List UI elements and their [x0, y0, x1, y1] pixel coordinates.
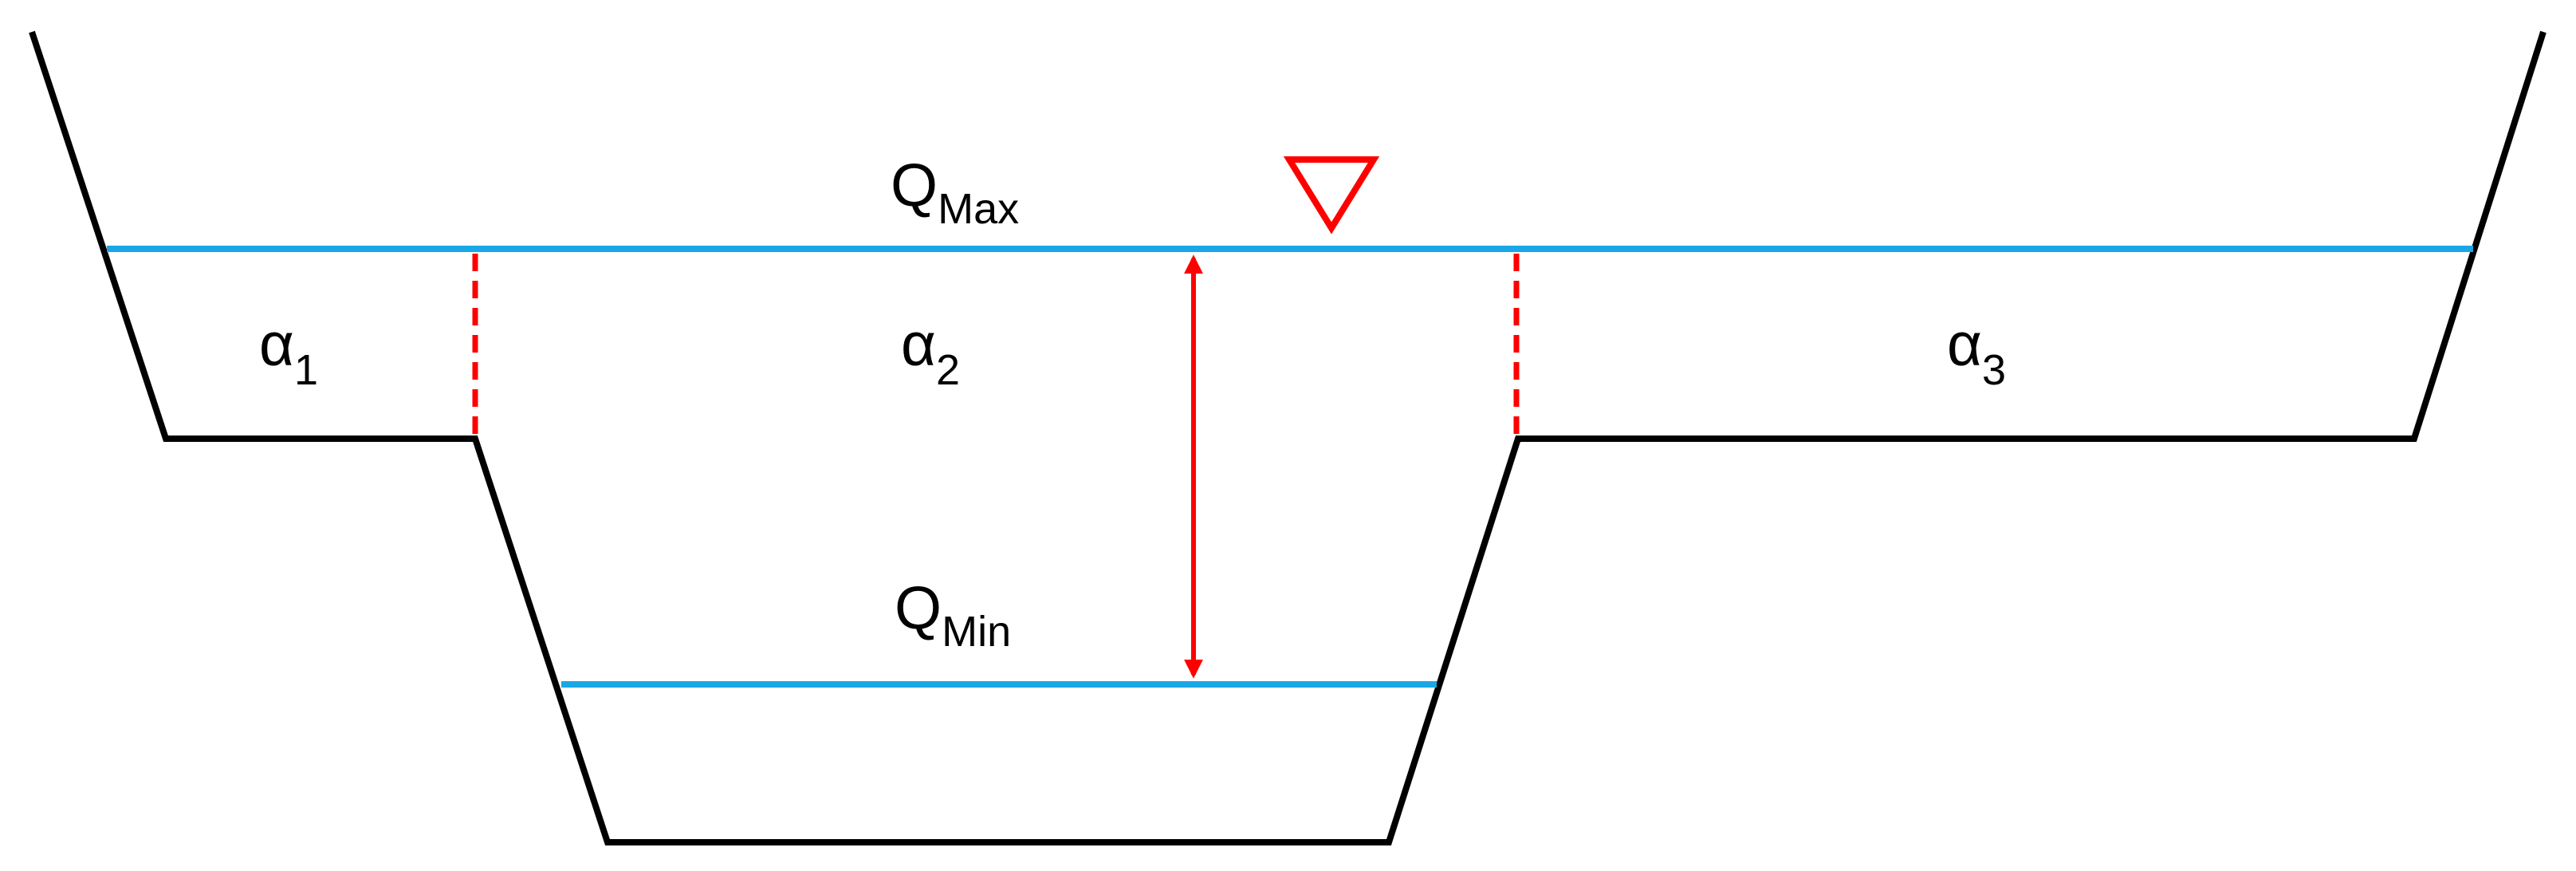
channel-outline [29, 30, 2547, 845]
q-max-sub: Max [938, 185, 1019, 233]
alpha-2-sub: 2 [936, 346, 960, 394]
q-max-label: QMax [891, 152, 1019, 233]
alpha-1-main: α [259, 311, 294, 379]
q-min-main: Q [895, 574, 942, 642]
alpha-1-label: α1 [259, 311, 318, 394]
water-surface-triangle-icon [1283, 156, 1380, 235]
alpha-2-main: α [901, 311, 936, 379]
q-max-main: Q [891, 152, 938, 219]
alpha-3-label: α3 [1947, 311, 2006, 394]
alpha-2-label: α2 [901, 311, 960, 394]
q-min-sub: Min [942, 608, 1011, 656]
alpha-3-main: α [1947, 311, 1982, 379]
alpha-1-sub: 1 [294, 346, 318, 394]
q-min-label: QMin [895, 574, 1011, 656]
alpha-3-sub: 3 [1982, 346, 2006, 394]
